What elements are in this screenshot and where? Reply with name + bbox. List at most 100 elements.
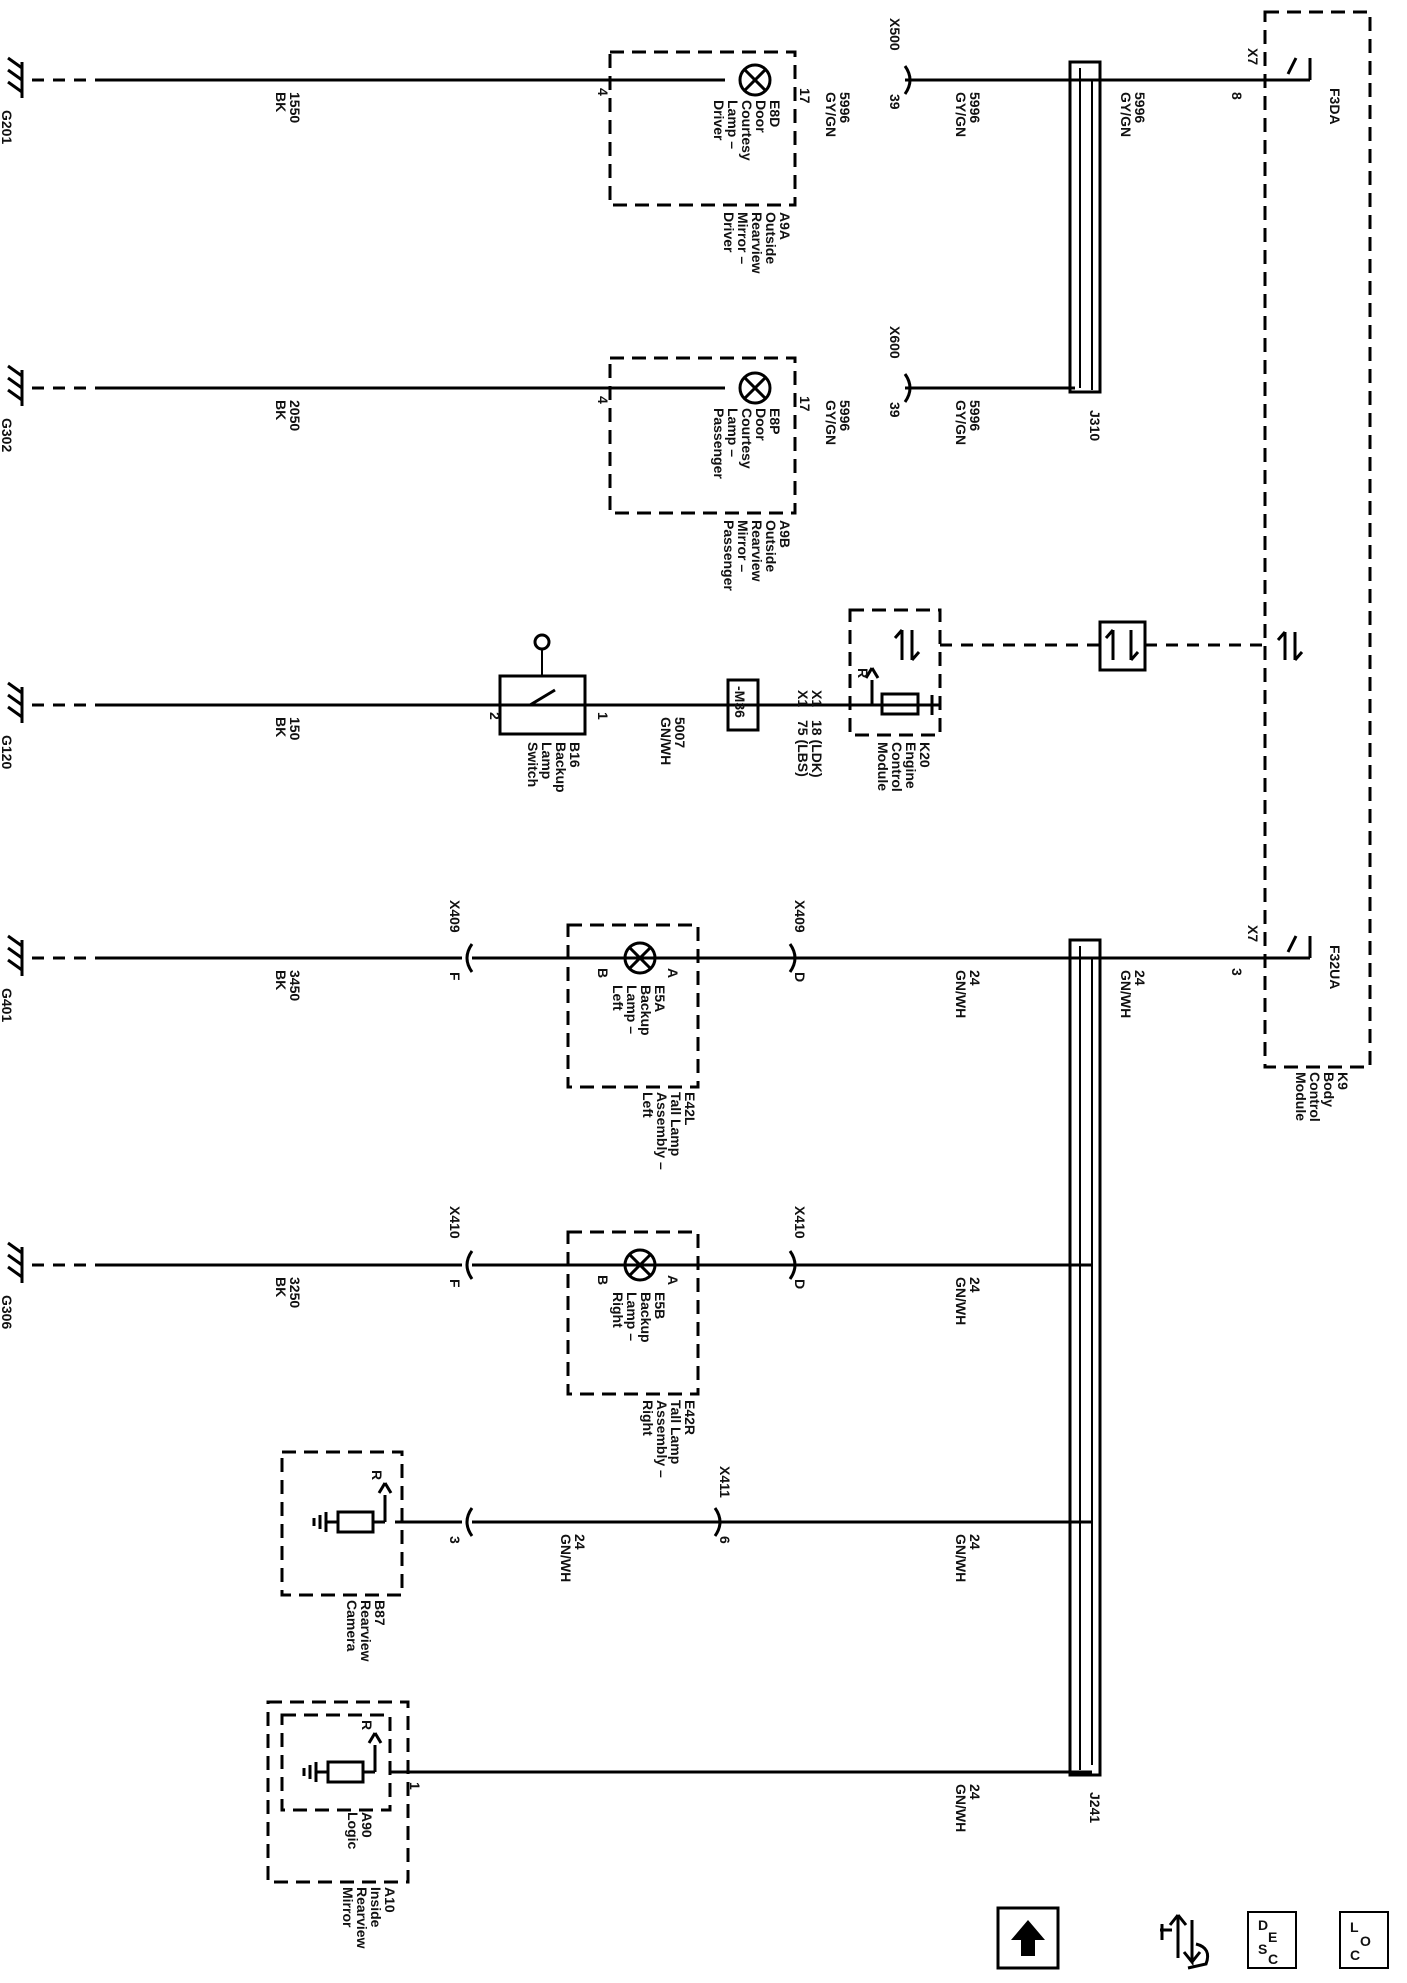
component-label-a90: A90 Logic [345,1812,375,1850]
connector-x7: X7 [1245,925,1261,942]
wire-label-24: 24 GN/WH [953,970,983,1018]
svg-text:BK: BK [273,1277,289,1297]
svg-text:Rearview: Rearview [749,520,765,582]
wire-label-5007: 5007 GN/WH [658,717,688,765]
component-label-k20: K20 Engine Control Module [875,742,933,792]
lamp-icon [738,63,772,97]
lamp-icon [623,1248,657,1282]
description-button[interactable]: D E S C [1247,1911,1297,1969]
connector-x410: X410 [447,1206,463,1239]
tail-lamp-left-box [566,923,700,1089]
svg-text:3250: 3250 [287,1277,303,1308]
gateway-icon [1098,620,1147,672]
ground-label-g302: G302 [0,418,15,452]
pin-f: F [447,972,463,981]
svg-text:O: O [1360,1933,1371,1949]
ground-icon [7,56,24,98]
svg-text:A9A: A9A [777,212,793,240]
svg-text:GY/GN: GY/GN [953,92,969,137]
wire-label-24: 24 GN/WH [558,1534,588,1582]
schematic-nav-icon[interactable] [1160,1914,1210,1970]
body-control-module-box [1263,10,1372,1069]
svg-text:Lamp –: Lamp – [725,408,741,457]
svg-text:Module: Module [1293,1072,1309,1121]
connector-icon [465,943,474,973]
connector-x7: X7 [1245,48,1261,65]
svg-text:A90: A90 [359,1812,375,1838]
svg-text:Courtesy: Courtesy [739,408,755,469]
component-label-a9a: A9A Outside Rearview Mirror – Driver [721,212,793,274]
svg-text:A9B: A9B [777,520,793,548]
svg-text:Lamp: Lamp [539,742,555,779]
pin-39: 39 [887,402,903,418]
svg-text:GY/GN: GY/GN [823,400,839,445]
symbol-r: R [369,1470,385,1480]
svg-text:Door: Door [753,408,769,441]
component-label-e8p: E8P Door Courtesy Lamp – Passenger [711,408,783,479]
svg-text:Left: Left [610,985,626,1011]
pin-a: A [665,1275,681,1285]
connector-x409: X409 [792,900,808,933]
svg-text:Inside: Inside [368,1887,384,1928]
svg-text:Backup: Backup [638,985,654,1036]
svg-text:24: 24 [967,1534,983,1550]
svg-text:Mirror –: Mirror – [735,520,751,572]
wire-label-150: 150 BK [273,717,303,741]
svg-text:B87: B87 [372,1600,388,1626]
svg-text:Lamp –: Lamp – [624,985,640,1034]
svg-text:Rearview: Rearview [358,1600,374,1662]
location-button[interactable]: L O C [1339,1911,1389,1969]
pin-4: 4 [595,88,611,96]
engine-control-module-box [848,608,942,737]
pin-17: 17 [797,396,813,412]
circuit-backup-lamp-left [32,948,1312,960]
wire-label-24-b: 24 GN/WH [953,1534,983,1582]
component-label-b87: B87 Rearview Camera [344,1600,388,1662]
pin-1: 1 [407,1782,423,1790]
splice-j241 [1068,938,1102,1777]
svg-text:X1: X1 [795,690,811,707]
wire-label-5996: 5996 GY/GN [823,400,853,445]
svg-text:S: S [1258,1941,1267,1957]
svg-text:24: 24 [572,1534,588,1550]
pin-8: 8 [1229,92,1245,100]
connector-x410: X410 [792,1206,808,1239]
lamp-icon [623,941,657,975]
component-label-e5b: E5B Backup Lamp – Right [610,1292,668,1343]
svg-text:E5A: E5A [652,985,668,1012]
lamp-icon [738,371,772,405]
connector-icon [465,1507,474,1537]
svg-text:Left: Left [640,1092,656,1118]
page-up-button[interactable] [996,1906,1060,1970]
resistor-icon [864,667,934,716]
svg-text:24: 24 [967,970,983,986]
svg-text:C: C [1350,1947,1360,1963]
wire-label-5996: 5996 GY/GN [823,92,853,137]
splice-j310 [1068,60,1102,394]
svg-text:3450: 3450 [287,970,303,1001]
pin-f: F [447,1279,463,1288]
svg-text:Passenger: Passenger [721,520,737,591]
comm-arrows-icon [893,629,921,661]
component-label-b16: B16 Backup Lamp Switch [525,742,583,793]
pin-labels-k20: X1 X1 [795,690,825,707]
pin-3: 3 [1229,968,1245,976]
svg-text:5996: 5996 [967,92,983,123]
pin-6: 6 [717,1536,733,1544]
svg-text:Driver: Driver [711,100,727,141]
arrow-up-icon [1011,1920,1045,1956]
svg-text:B16: B16 [567,742,583,768]
wire-label-1550: 1550 BK [273,92,303,123]
svg-text:Assembly –: Assembly – [654,1400,670,1478]
svg-text:E42L: E42L [682,1092,698,1126]
pin-labels-18-75: 18 (LDK) 75 (LBS) [795,720,825,778]
svg-text:GN/WH: GN/WH [953,1277,969,1325]
connector-x600: X600 [887,326,903,359]
component-label-a10: A10 Inside Rearview Mirror [340,1887,398,1949]
pin-d: D [792,1279,808,1289]
symbol-r: R [855,668,871,678]
svg-text:Engine: Engine [903,742,919,789]
svg-text:GY/GN: GY/GN [1118,92,1134,137]
